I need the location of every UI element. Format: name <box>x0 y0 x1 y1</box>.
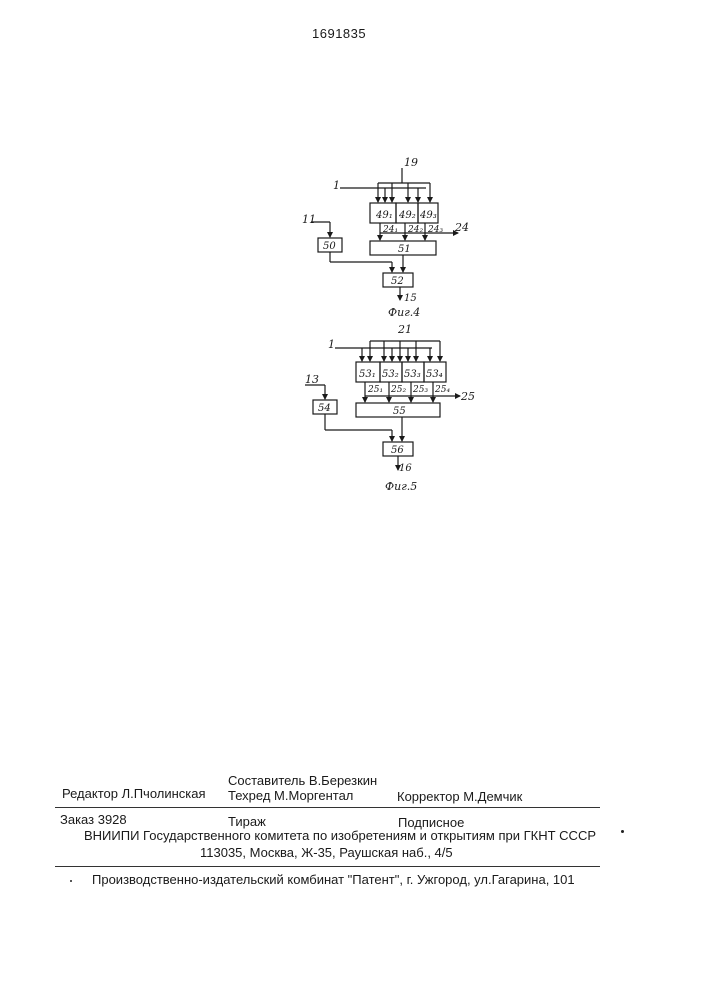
footer-rule-bottom <box>55 866 600 867</box>
label-input-21: 21 <box>397 323 412 336</box>
scan-speck <box>621 830 624 833</box>
label-block-53-4: 53₄ <box>426 369 443 380</box>
footer-address-line: 113035, Москва, Ж-35, Раушская наб., 4/5 <box>200 845 453 860</box>
label-block-56: 56 <box>391 445 404 456</box>
label-block-54: 54 <box>318 403 331 414</box>
footer-circulation: Тираж <box>228 814 266 829</box>
label-input-11: 11 <box>302 213 316 226</box>
label-block-53-1: 53₁ <box>359 369 376 380</box>
label-output-16: 16 <box>399 463 412 474</box>
caption-figure-4: Фиг.4 <box>388 306 420 319</box>
footer-publisher-line: Производственно-издательский комбинат "П… <box>92 872 575 887</box>
caption-figure-5: Фиг.5 <box>385 480 417 493</box>
label-line-24-3: 24₃ <box>427 225 443 235</box>
label-input-1: 1 <box>333 179 340 192</box>
footer-rule-top <box>55 807 600 808</box>
label-output-15: 15 <box>404 293 417 304</box>
label-block-49-1: 49₁ <box>375 210 393 221</box>
label-line-25-3: 25₃ <box>412 385 428 395</box>
label-input-19: 19 <box>404 156 418 169</box>
footer-corrector: Корректор М.Демчик <box>397 789 522 804</box>
label-block-53-3: 53₃ <box>404 369 421 380</box>
footer-order: Заказ 3928 <box>60 812 127 827</box>
label-block-50: 50 <box>323 241 336 252</box>
label-block-49-3: 49₃ <box>419 210 437 221</box>
label-block-52: 52 <box>391 276 404 287</box>
label-line-25-1: 25₁ <box>367 385 383 395</box>
label-output-25: 25 <box>460 390 475 403</box>
label-line-24-2: 24₂ <box>407 225 423 235</box>
label-line-24-1: 24₁ <box>382 225 398 235</box>
label-block-55: 55 <box>393 406 406 417</box>
label-input-13: 13 <box>305 373 319 386</box>
footer-editor: Редактор Л.Пчолинская <box>62 786 206 801</box>
footer-org-line: ВНИИПИ Государственного комитета по изоб… <box>84 828 596 843</box>
footer-compiler: Составитель В.Березкин <box>228 773 377 788</box>
label-line-25-4: 25₄ <box>434 385 450 395</box>
scan-speck <box>70 880 72 882</box>
label-block-51: 51 <box>398 244 411 255</box>
label-line-25-2: 25₂ <box>390 385 406 395</box>
label-block-49-2: 49₂ <box>398 210 416 221</box>
footer-techred: Техред М.Моргентал <box>228 788 353 803</box>
label-output-24: 24 <box>454 221 469 234</box>
label-block-53-2: 53₂ <box>382 369 399 380</box>
label-input-1: 1 <box>328 338 335 351</box>
